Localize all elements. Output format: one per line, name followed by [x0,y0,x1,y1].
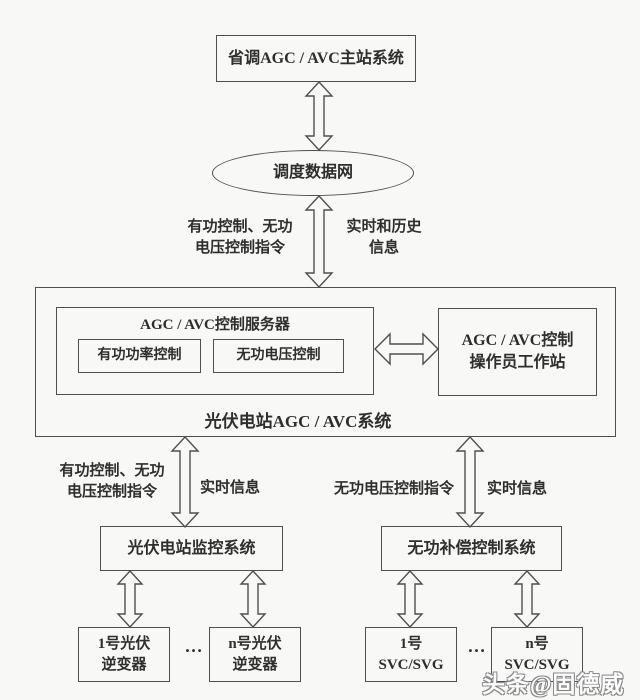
arrow-plant-compensation [455,435,485,529]
label-realtime-history: 实时和历史 信息 [346,219,422,256]
master-station-box: 省调AGC / AVC主站系统 [216,35,416,82]
reactive-compensation-box: 无功补偿控制系统 [381,526,562,571]
watermark-text: 头条@固德威 [482,672,625,697]
dispatch-network-ellipse: 调度数据网 [212,150,414,196]
inverter-n-box: n号光伏 逆变器 [209,627,301,682]
svc-n-box: n号 SVC/SVG [491,627,583,682]
inverter-1-box: 1号光伏 逆变器 [78,627,170,682]
reactive-voltage-control-box: 无功电压控制 [213,339,344,373]
arrow-server-workstation [374,332,439,366]
label-monitor-commands: 有功控制、无功 电压控制指令 [59,463,165,500]
label-compensation-realtime: 实时信息 [486,481,547,497]
arrow-master-network [304,80,334,152]
label-monitor-realtime: 实时信息 [199,480,260,496]
pv-monitoring-box: 光伏电站监控系统 [100,526,283,571]
ellipsis-inverters: … [184,636,204,656]
svc-1-box: 1号 SVC/SVG [365,627,457,682]
operator-workstation-box: AGC / AVC控制 操作员工作站 [438,308,597,396]
arrow-plant-monitor [170,435,200,529]
arrow-compensation-svc-1 [396,569,424,629]
label-compensation-commands: 无功电压控制指令 [333,481,454,497]
arrow-network-plant [304,194,334,289]
arrow-monitor-inverter-1 [116,569,144,629]
ellipsis-svc: … [467,636,487,656]
plant-system-label: 光伏电站AGC / AVC系统 [204,412,392,431]
arrow-compensation-svc-n [513,569,541,629]
control-server-title: AGC / AVC控制服务器 [140,317,290,333]
arrow-monitor-inverter-n [239,569,267,629]
control-server-box [56,307,374,395]
label-network-commands: 有功控制、无功 电压控制指令 [187,219,293,256]
plant-system-box [35,287,616,437]
active-power-control-box: 有功功率控制 [78,339,201,373]
